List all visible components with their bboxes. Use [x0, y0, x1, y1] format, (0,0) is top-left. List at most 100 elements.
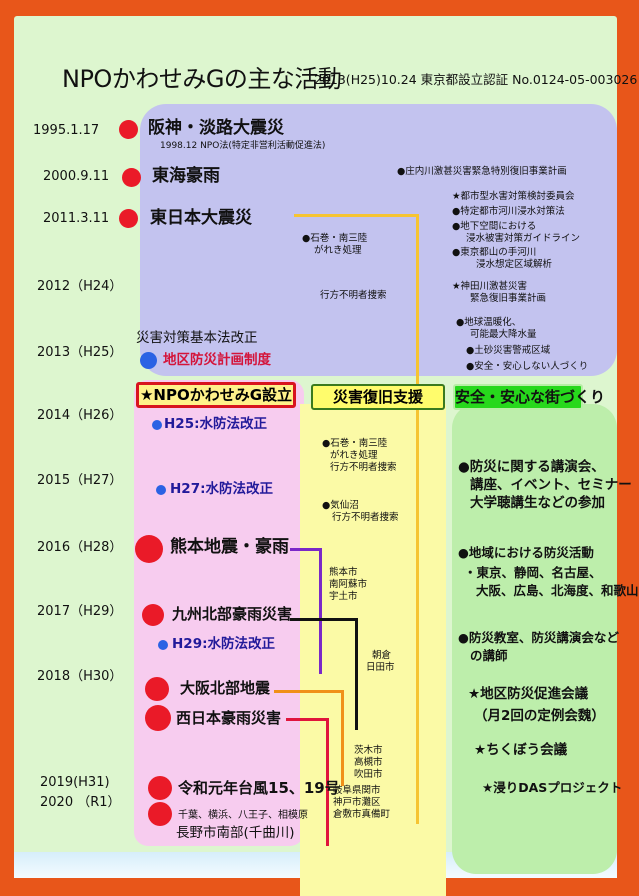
recovery-ishinomaki-1: ●石巻・南三陸	[322, 438, 388, 449]
connector-kyushu	[290, 618, 358, 621]
city-mabi: 倉敷市真備町	[333, 809, 391, 820]
year-2014: 2014（H26）	[37, 408, 123, 423]
year-2011: 2011.3.11	[43, 211, 110, 226]
city-kumamoto: 熊本市	[329, 567, 358, 578]
green-council-1: ★地区防災促進会議	[468, 686, 589, 702]
year-2013: 2013（H25）	[37, 345, 123, 360]
event-higashi: 東日本大震災	[150, 208, 252, 228]
recovery-ishinomaki-3: 行方不明者捜索	[330, 462, 397, 473]
green-local-2: ・東京、静岡、名古屋、	[464, 565, 602, 580]
note-underground-1: ●地下空間における	[452, 221, 537, 232]
law-dot	[156, 485, 166, 495]
year-2020: 2020 （R1）	[40, 795, 121, 810]
year-2012: 2012（H24）	[37, 279, 123, 294]
city-asakura: 朝倉	[372, 650, 392, 661]
chiku-plan-system: 地区防災計画制度	[163, 352, 271, 368]
year-2016: 2016（H28）	[37, 540, 123, 555]
event-dot	[122, 168, 141, 187]
note-warming-2: 可能最大降水量	[470, 329, 537, 340]
page-title: NPOかわせみGの主な活動	[62, 65, 342, 93]
note-safe-people: ●安全・安心しない人づくり	[466, 361, 589, 372]
event-dot	[135, 535, 163, 563]
event-typhoon: 令和元年台風15、19号	[178, 779, 340, 797]
connector-kumamoto-vertical	[319, 548, 322, 674]
city-suita: 吹田市	[354, 769, 383, 780]
note-landslide: ●土砂災害警戒区域	[466, 345, 551, 356]
event-dot	[119, 209, 138, 228]
event-dot	[145, 705, 171, 731]
connector-nishinihon	[286, 718, 329, 721]
green-class-1: ●防災教室、防災講演会など	[458, 630, 619, 645]
green-local-1: ●地域における防災活動	[458, 545, 594, 560]
saigai-law-revision: 災害対策基本法改正	[136, 330, 258, 346]
green-das-project: ★浸りDASプロジェクト	[482, 780, 623, 795]
event-kyushu: 九州北部豪雨災害	[172, 605, 293, 623]
note-ishinomaki-2: がれき処理	[314, 245, 362, 256]
npo-law-note: 1998.12 NPO法(特定非営利活動促進法)	[160, 141, 326, 151]
city-ibaraki: 茨木市	[354, 745, 383, 756]
year-1995: 1995.1.17	[33, 123, 100, 138]
city-uto: 宇土市	[329, 591, 358, 602]
pre-npo-activities-panel	[140, 104, 617, 376]
h29-water-law: H29:水防法改正	[172, 636, 275, 652]
green-lecture-2: 講座、イベント、セミナー	[470, 477, 632, 493]
law-dot	[140, 352, 157, 369]
note-river-law: ●特定都市河川浸水対策法	[452, 206, 565, 217]
green-council-2: （月2回の定例会魏）	[474, 708, 605, 724]
event-osaka: 大阪北部地震	[180, 679, 271, 697]
event-dot	[148, 802, 172, 826]
event-dot	[145, 677, 169, 701]
city-hita: 日田市	[366, 662, 395, 673]
disaster-recovery-panel	[300, 404, 446, 896]
event-dot	[142, 604, 164, 626]
event-nagano: 長野市南部(千曲川)	[176, 825, 295, 841]
note-warming-1: ●地球温暖化、	[456, 317, 522, 328]
certification-subtitle: 2013(H25)10.24 東京都設立認証 No.0124-05-003026	[314, 72, 638, 87]
connector-osaka-vertical	[341, 690, 344, 786]
green-lecture-3: 大学聴講生などの参加	[470, 495, 605, 511]
green-class-2: の講師	[470, 648, 508, 663]
green-local-3: 大阪、広島、北海度、和歌山	[476, 583, 639, 598]
typhoon-places: 千葉、横浜、八王子、相模原	[178, 810, 308, 821]
h25-water-law: H25:水防法改正	[164, 416, 267, 432]
year-2018: 2018（H30）	[37, 669, 123, 684]
note-missing-search: 行方不明者捜索	[320, 290, 387, 301]
safe-town-panel	[452, 404, 617, 874]
recovery-kesennuma-2: 行方不明者捜索	[332, 512, 399, 523]
connector-kyushu-vertical	[355, 618, 358, 730]
law-dot	[158, 640, 168, 650]
green-lecture-1: ●防災に関する講演会、	[458, 459, 605, 475]
connector-kumamoto	[290, 548, 322, 551]
event-kumamoto: 熊本地震・豪雨	[170, 537, 289, 557]
note-yamanote-1: ●東京都山の手河川	[452, 247, 537, 258]
city-takatsuki: 高槻市	[354, 757, 383, 768]
recovery-ishinomaki-2: がれき処理	[330, 450, 378, 461]
disaster-recovery-box: 災害復旧支援	[311, 384, 445, 410]
city-minamiaso: 南阿蘇市	[329, 579, 368, 590]
npo-founding-box: ★NPOかわせみG設立	[136, 382, 296, 408]
event-tokai: 東海豪雨	[152, 166, 220, 186]
note-shonai: ●庄内川激甚災害緊急特別復旧事業計画	[397, 166, 567, 177]
safe-town-box: 安全・安心な街づくり	[453, 384, 605, 410]
note-kanda-2: 緊急復旧事業計画	[470, 293, 547, 304]
event-nishinihon: 西日本豪雨災害	[176, 709, 282, 727]
note-underground-2: 浸水被害対策ガイドライン	[466, 233, 581, 244]
year-2017: 2017（H29）	[37, 604, 123, 619]
recovery-kesennuma-1: ●気仙沼	[322, 500, 359, 511]
city-seki: 岐阜県関市	[333, 785, 381, 796]
note-yamanote-2: 浸水想定区域解析	[476, 259, 553, 270]
note-urban-flood: ★都市型水害対策検討委員会	[452, 191, 575, 202]
year-2000: 2000.9.11	[43, 169, 110, 184]
event-hanshin: 阪神・淡路大震災	[148, 118, 284, 138]
event-dot	[148, 776, 172, 800]
connector-osaka	[274, 690, 344, 693]
law-dot	[152, 420, 162, 430]
connector-higashi-vertical	[416, 214, 419, 824]
green-chikubo: ★ちくぼう会議	[474, 742, 568, 758]
connector-higashi	[294, 214, 419, 217]
year-2019: 2019(H31)	[40, 775, 110, 790]
note-kanda-1: ★神田川激甚災害	[452, 281, 528, 292]
city-nada: 神戸市灘区	[333, 797, 381, 808]
note-ishinomaki-1: ●石巻・南三陸	[302, 233, 368, 244]
connector-nishinihon-vertical	[326, 718, 329, 846]
